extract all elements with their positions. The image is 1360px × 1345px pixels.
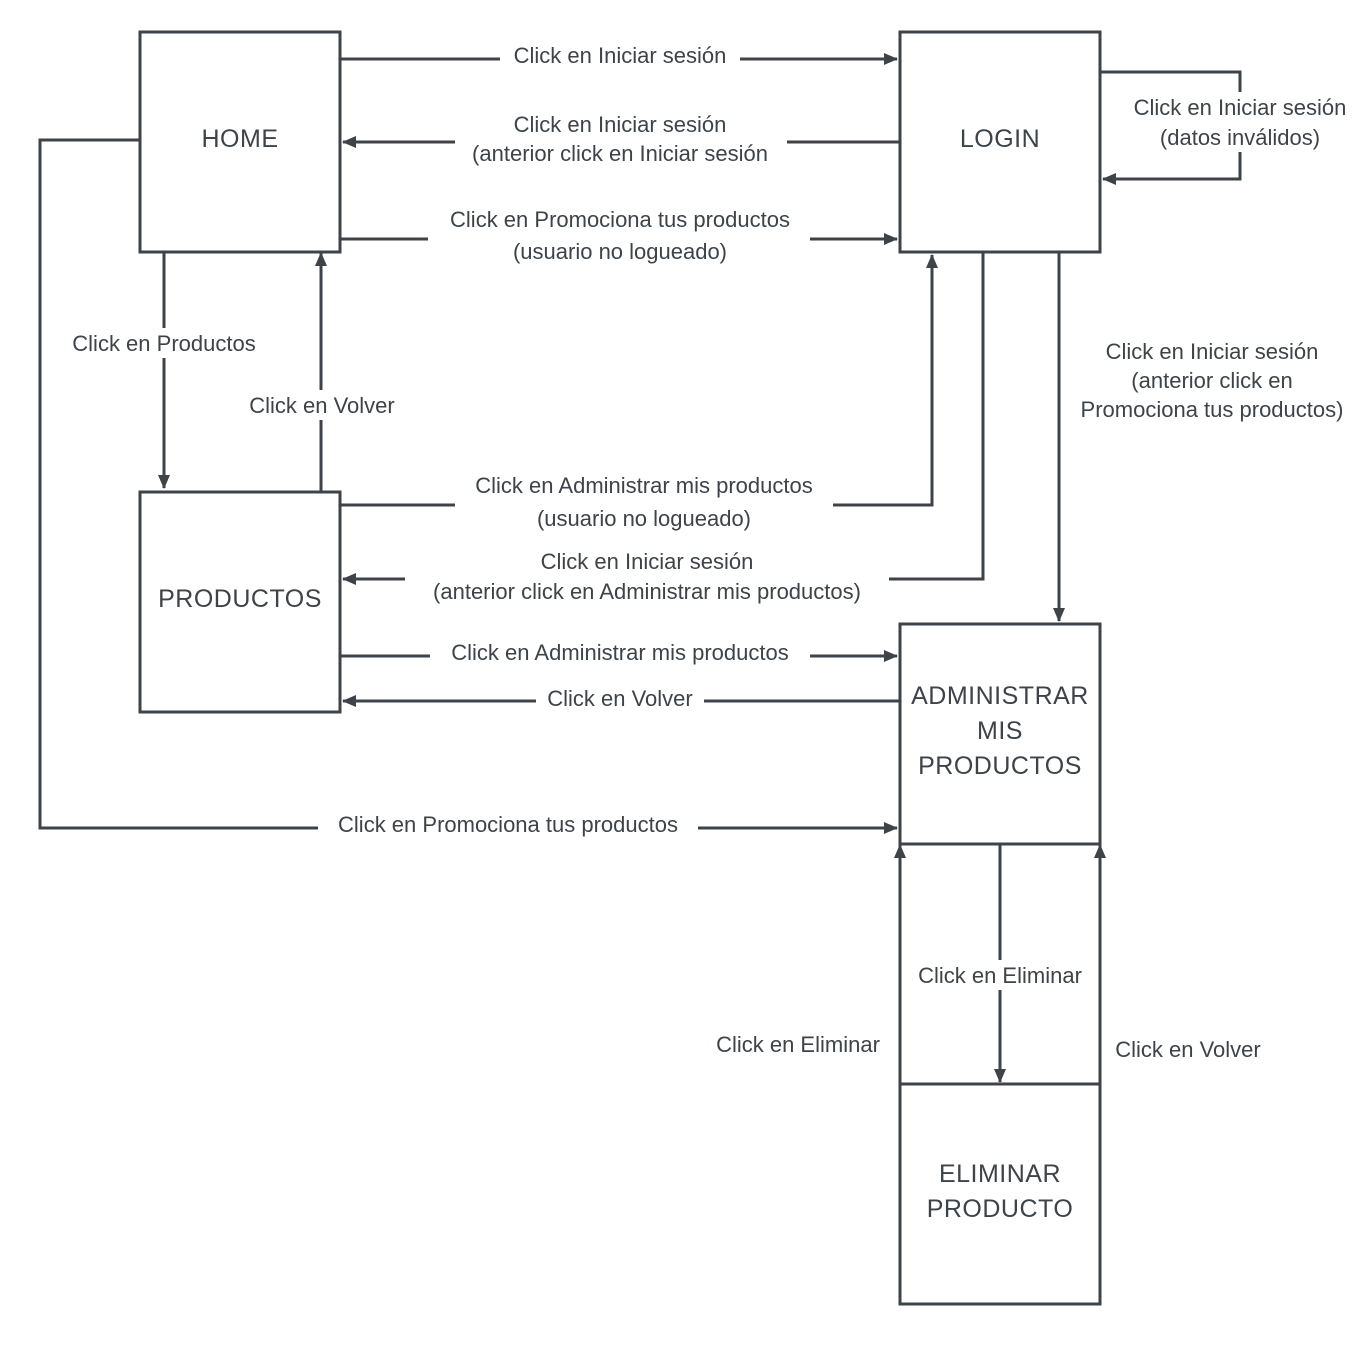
edge-label: Click en Administrar mis productos (451, 640, 788, 665)
edge-label-line-1: Click en Iniciar sesión (1106, 339, 1319, 364)
edge-label-line-1: Click en Iniciar sesión (1134, 95, 1347, 120)
edge-productos-to-administrar: Click en Administrar mis productos (341, 639, 898, 667)
edge-productos-to-login: Click en Administrar mis productos (usua… (341, 254, 938, 532)
node-eliminar-producto: ELIMINAR PRODUCTO (898, 1082, 1102, 1306)
edge-label-line-2: (anterior click en Administrar mis produ… (433, 579, 861, 604)
edge-label-line-2: (anterior click en (1131, 368, 1292, 393)
edge-label: Click en Volver (547, 686, 693, 711)
edge-login-to-home: Click en Iniciar sesión (anterior click … (342, 110, 899, 168)
edge-administrar-to-productos: Click en Volver (342, 685, 899, 713)
edge-eliminar-to-administrar-left: Click en Eliminar (716, 844, 906, 1085)
edge-label: Click en Volver (1115, 1037, 1261, 1062)
edge-eliminar-to-administrar-right: Click en Volver (1094, 844, 1261, 1085)
edge-home-to-productos: Click en Productos (58, 253, 270, 489)
edge-label-line-3: Promociona tus productos) (1081, 397, 1344, 422)
edge-label-line-2: (usuario no logueado) (537, 506, 751, 531)
node-login: LOGIN (898, 30, 1102, 254)
node-productos: PRODUCTOS (138, 490, 342, 714)
edge-home-to-login: Click en Iniciar sesión (341, 42, 898, 70)
edge-login-to-administrar: Click en Iniciar sesión (anterior click … (1053, 253, 1360, 622)
node-label-line-3: PRODUCTOS (918, 752, 1082, 780)
edge-label-line-1: Click en Iniciar sesión (541, 549, 754, 574)
edge-label: Click en Iniciar sesión (514, 43, 727, 68)
edge-label-line-1: Click en Administrar mis productos (475, 473, 812, 498)
node-home: HOME (138, 30, 342, 254)
node-label-line-1: ELIMINAR (939, 1160, 1061, 1188)
edge-label-line-2: (usuario no logueado) (513, 239, 727, 264)
edge-login-to-productos: Click en Iniciar sesión (anterior click … (342, 253, 985, 606)
node-administrar-mis-productos: ADMINISTRAR MIS PRODUCTOS (898, 622, 1102, 846)
edge-login-self-loop: Click en Iniciar sesión (datos inválidos… (1101, 70, 1360, 185)
edge-label-line-1: Click en Promociona tus productos (450, 207, 790, 232)
edge-label: Click en Productos (72, 331, 255, 356)
node-label: HOME (202, 125, 279, 153)
edge-label: Click en Eliminar (716, 1032, 880, 1057)
edge-label-line-1: Click en Iniciar sesión (514, 112, 727, 137)
node-label: PRODUCTOS (158, 585, 322, 613)
node-label-line-2: PRODUCTO (927, 1195, 1074, 1223)
edge-home-to-administrar: Click en Promociona tus productos (38, 138, 898, 839)
edge-home-to-login-promociona: Click en Promociona tus productos (usuar… (341, 204, 898, 268)
node-label: LOGIN (960, 125, 1040, 153)
node-label-line-1: ADMINISTRAR (911, 682, 1089, 710)
edge-productos-to-home: Click en Volver (238, 252, 406, 491)
edge-label-line-2: (anterior click en Iniciar sesión (472, 141, 768, 166)
edge-label: Click en Eliminar (918, 963, 1082, 988)
edge-label-line-2: (datos inválidos) (1160, 125, 1320, 150)
edge-administrar-to-eliminar: Click en Eliminar (906, 845, 1094, 1083)
edge-label: Click en Promociona tus productos (338, 812, 678, 837)
node-label-line-2: MIS (977, 717, 1023, 745)
edge-label: Click en Volver (249, 393, 395, 418)
